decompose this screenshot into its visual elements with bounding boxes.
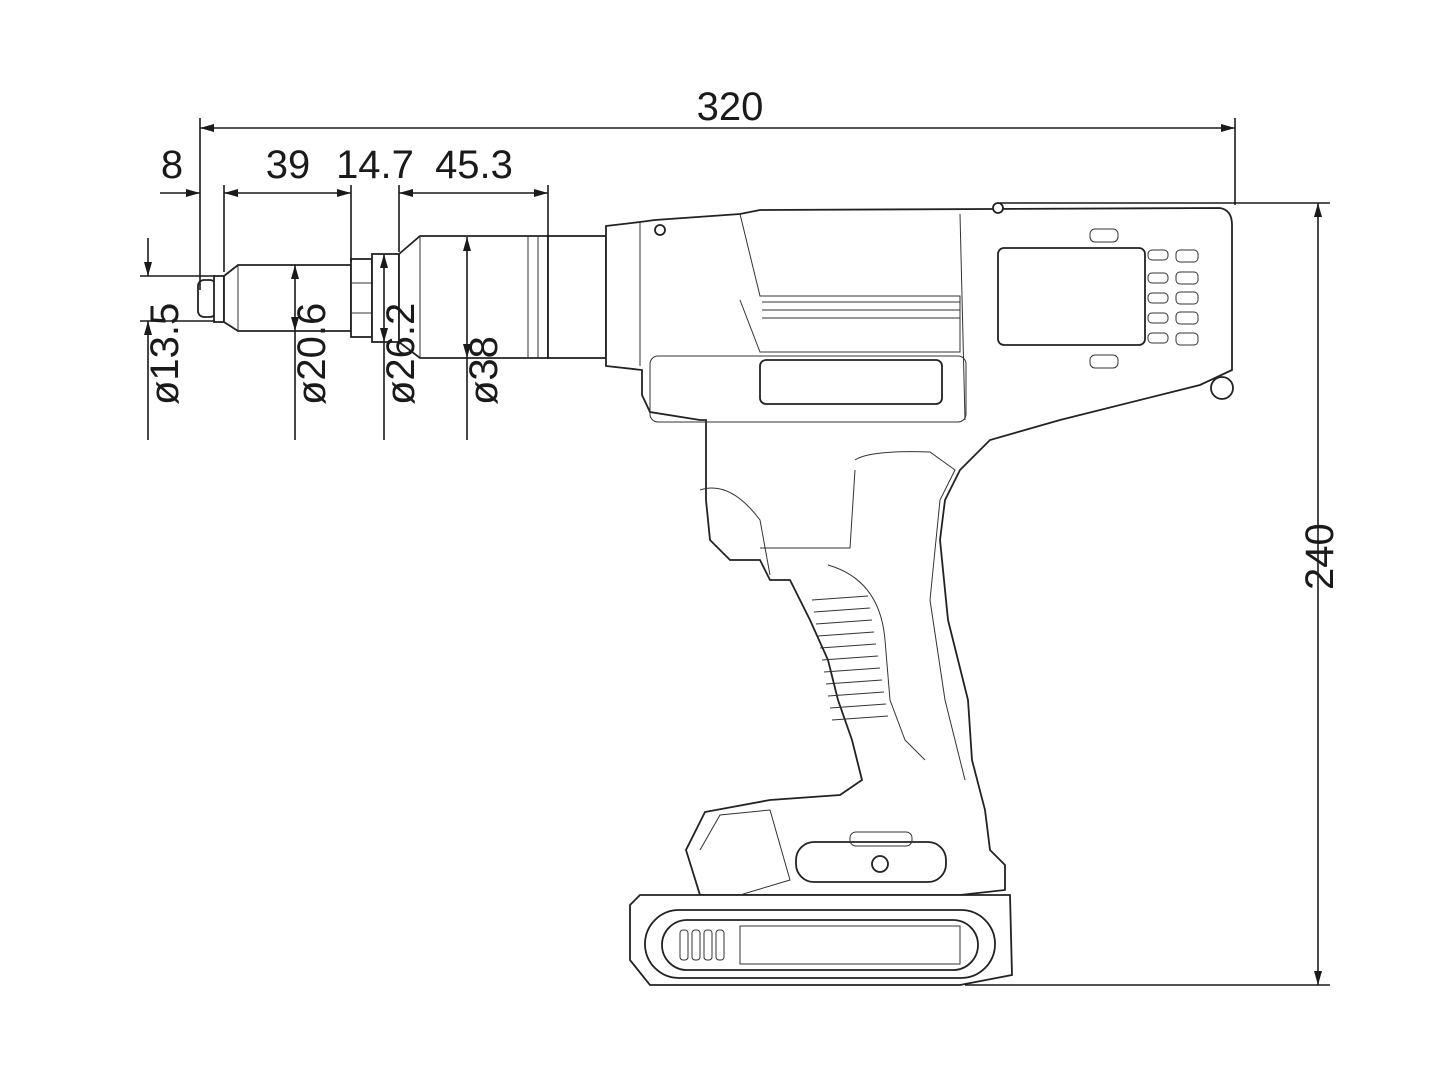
dim-label-d20-6: ø20.6 bbox=[290, 303, 334, 405]
dim-label-8: 8 bbox=[161, 143, 183, 187]
dimension-lengths: 8 39 14.7 45.3 bbox=[160, 143, 549, 272]
dim-label-d13-5: ø13.5 bbox=[143, 303, 187, 405]
dim-label-240: 240 bbox=[1298, 523, 1342, 590]
dimension-overall-length: 320 bbox=[199, 85, 1236, 290]
dim-label-d26-2: ø26.2 bbox=[379, 303, 423, 405]
dim-label-14-7: 14.7 bbox=[336, 143, 414, 187]
dim-label-39: 39 bbox=[266, 143, 311, 187]
tool-outline bbox=[197, 202, 1234, 986]
dim-label-320: 320 bbox=[697, 85, 764, 129]
dimension-overall-height: 240 bbox=[965, 202, 1342, 986]
dimension-diameters: ø13.5 ø20.6 ø26.2 ø38 bbox=[140, 237, 506, 440]
dim-label-d38: ø38 bbox=[462, 336, 506, 405]
dim-label-45-3: 45.3 bbox=[435, 143, 513, 187]
